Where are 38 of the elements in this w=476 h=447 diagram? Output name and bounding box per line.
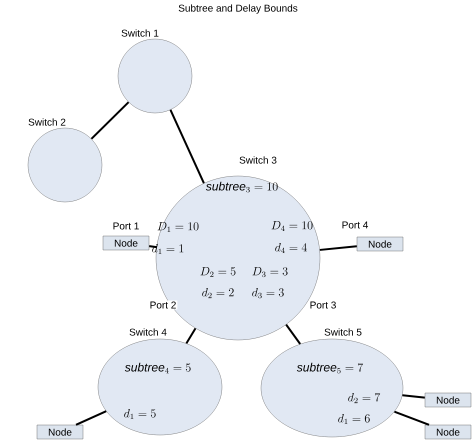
connector-line xyxy=(285,324,301,345)
formula: $d_4 = 4$ xyxy=(275,242,307,254)
connector-line xyxy=(402,394,425,399)
switch-label: Switch 3 xyxy=(240,156,276,164)
node-box: Node xyxy=(102,236,150,250)
node-box: Node xyxy=(36,424,84,440)
formula: $d_2 = 7$ xyxy=(348,392,380,404)
title: Subtree and Delay Bounds xyxy=(178,4,298,14)
formula: $\mathit{subtree}_4 = 5$ xyxy=(124,362,191,374)
port-label: Port 3 xyxy=(308,300,338,310)
connector-line xyxy=(170,109,205,184)
connector-line xyxy=(90,101,130,140)
formula: $\mathit{subtree}_5 = 7$ xyxy=(296,362,364,374)
formula: $\mathit{subtree}_3 = 10$ xyxy=(206,182,278,192)
formula: $d_1 = 6$ xyxy=(338,414,370,424)
switch-label: Switch 4 xyxy=(130,328,167,336)
port-label: Port 1 xyxy=(112,222,140,230)
connector-line xyxy=(394,410,430,426)
formula: $d_2 = 2$ xyxy=(202,288,234,298)
node-box: Node xyxy=(424,392,472,408)
formula: $d_3 = 3$ xyxy=(252,288,284,298)
formula: $D_4 = 10$ xyxy=(272,221,313,231)
formula: $D_2 = 5$ xyxy=(200,267,236,277)
node-box: Node xyxy=(424,424,472,440)
port-label: Port 4 xyxy=(340,220,370,230)
formula: $D_3 = 3$ xyxy=(252,267,288,278)
connector-line xyxy=(149,245,157,248)
switch-label: Switch 5 xyxy=(324,328,362,336)
connector-line xyxy=(320,245,357,251)
connector-line xyxy=(76,410,107,426)
switch-label: Switch 1 xyxy=(122,29,158,37)
formula: $d_1 = 5$ xyxy=(124,408,156,420)
formula: $d_1 = 1$ xyxy=(152,244,184,254)
port-label: Port 2 xyxy=(148,300,178,310)
switch-label: Switch 2 xyxy=(28,118,66,126)
node-box: Node xyxy=(356,236,404,252)
connector-line xyxy=(186,328,196,344)
formula: $D_1 = 10$ xyxy=(158,222,199,232)
